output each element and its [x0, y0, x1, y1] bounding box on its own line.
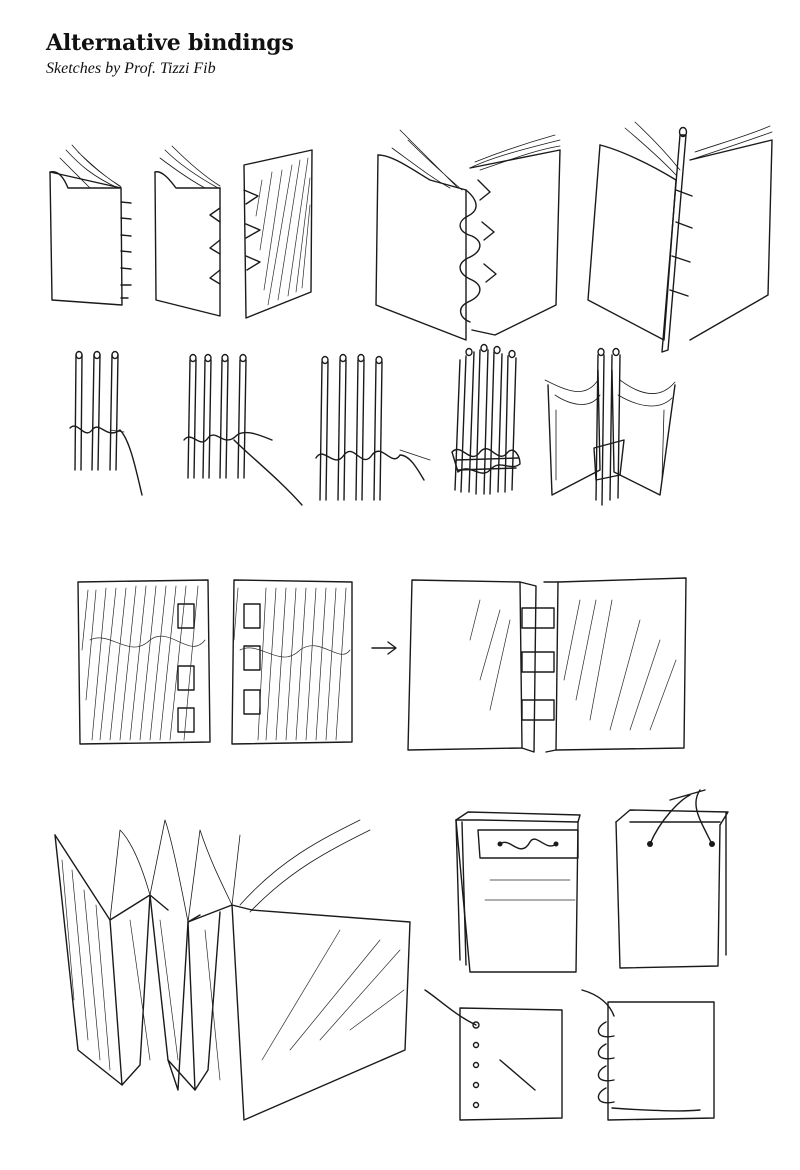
hatched-panel-slots-left-icon — [231, 579, 353, 745]
four-rods-weave-icon — [315, 353, 431, 501]
accordion-fold-book-icon — [54, 819, 411, 1121]
book-spine-stitch-icon — [49, 144, 132, 306]
book-spine-tabs-hatched-icon — [243, 149, 313, 319]
block-corner-tie-icon — [615, 789, 729, 969]
hatched-panel-tabs-right-icon — [77, 579, 211, 745]
rods-binding-open-book-icon — [544, 347, 676, 506]
four-rods-thread-icon — [183, 353, 303, 506]
page-title: Alternative bindings — [46, 30, 294, 56]
book-spine-tabs-icon — [154, 145, 221, 317]
block-tied-cover-icon — [455, 811, 581, 973]
joined-panels-hinge-icon — [407, 577, 687, 753]
arrow-right-icon — [371, 641, 397, 655]
open-book-rod-spine-icon — [587, 121, 773, 353]
three-rods-thread-icon — [69, 350, 143, 496]
open-book-interlocking-spine-icon — [375, 129, 561, 341]
bundled-rods-weave-icon — [451, 343, 521, 495]
sheet-spiral-loops-icon — [581, 989, 715, 1121]
page-subtitle: Sketches by Prof. Tizzi Fib — [46, 60, 216, 77]
sheet-punched-holes-icon — [424, 989, 563, 1121]
